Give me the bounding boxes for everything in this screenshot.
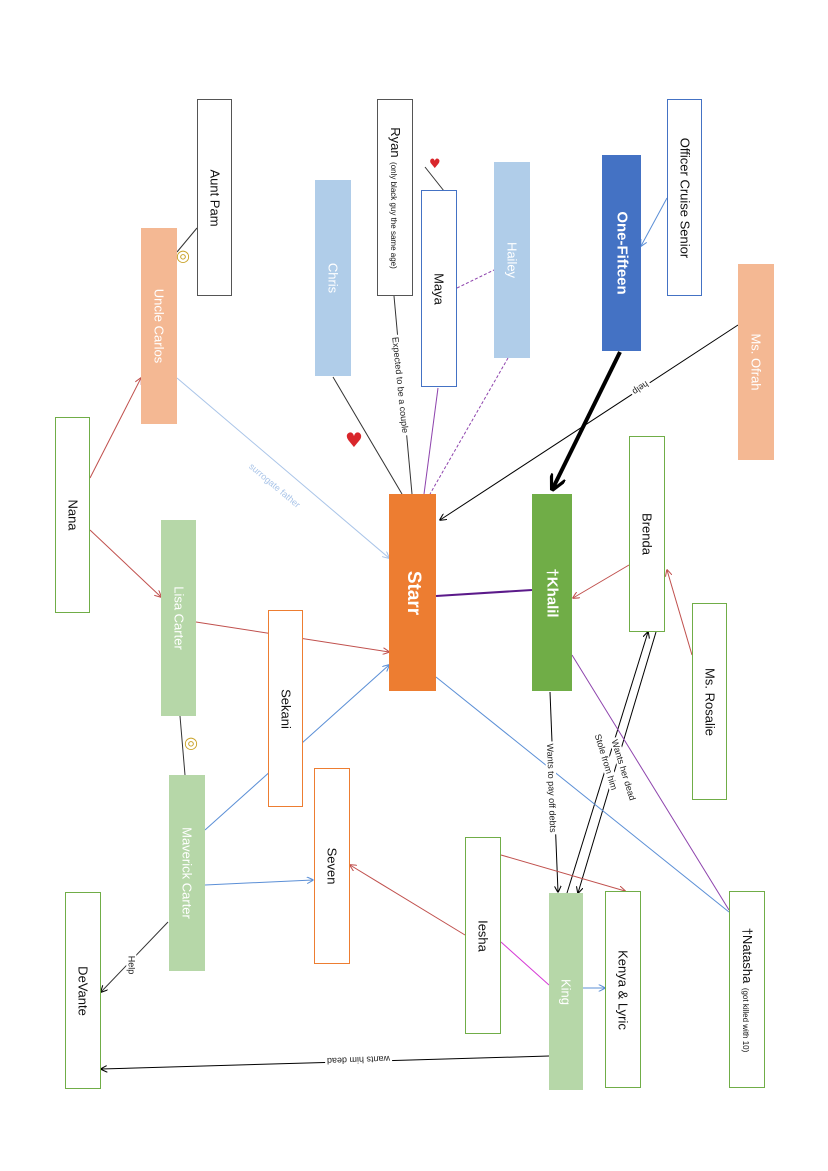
node-one-fifteen-label: One-Fifteen <box>613 211 630 295</box>
node-natasha-label: †Natasha (got killed with 10) <box>738 927 756 1052</box>
node-brenda-label: Brenda <box>639 513 655 555</box>
node-hailey: Hailey <box>494 162 530 358</box>
node-aunt-pam-label: Aunt Pam <box>207 168 222 227</box>
edge-cruise-onefifteen <box>641 197 668 246</box>
edge-ofrah-starr <box>440 324 739 520</box>
node-one-fifteen: One-Fifteen <box>602 155 641 351</box>
node-seven-label: Seven <box>324 847 340 885</box>
node-brenda: Brenda <box>629 436 665 632</box>
node-officer-cruise: Officer Cruise Senior <box>667 99 702 296</box>
wedding-rings-icon: ◎ <box>176 246 190 265</box>
edge-iesha-kenya <box>500 854 625 891</box>
node-king-label: King <box>558 978 574 1005</box>
node-kenya-lyric-label: Kenya & Lyric <box>615 949 631 1030</box>
node-lisa-carter-label: Lisa Carter <box>171 586 186 650</box>
node-natasha: †Natasha (got killed with 10) <box>729 891 765 1088</box>
edge-carlos-starr <box>176 377 389 558</box>
node-starr-label: Starr <box>402 570 424 615</box>
node-iesha: Iesha <box>465 837 501 1034</box>
edge-khalil-natasha <box>571 654 730 911</box>
edge-chris-starr <box>332 376 403 495</box>
edge-pam-carlos <box>176 227 198 253</box>
edge-lisa-maverick <box>179 715 186 776</box>
node-natasha-note: (got killed with 10) <box>741 987 750 1052</box>
edge-maya-starr <box>423 387 439 495</box>
node-khalil-label: †Khalil <box>543 567 561 618</box>
node-chris-label: Chris <box>325 262 341 294</box>
edge-maverick-seven <box>204 880 313 886</box>
node-seven: Seven <box>314 768 350 964</box>
edge-nana-lisa <box>89 529 161 597</box>
node-ryan-note: (only black guy the same age) <box>389 161 398 269</box>
node-king: King <box>549 893 583 1090</box>
edge-hailey-starr <box>429 357 509 495</box>
node-starr: Starr <box>389 494 436 691</box>
node-iesha-label: Iesha <box>475 919 491 952</box>
heart-icon: ♥ <box>345 428 363 452</box>
node-aunt-pam: Aunt Pam <box>197 99 232 296</box>
edge-brenda-khalil <box>573 564 630 598</box>
node-lisa-carter: Lisa Carter <box>161 520 196 716</box>
node-ryan-label: Ryan (only black guy the same age) <box>386 127 404 269</box>
wedding-rings-icon: ◎ <box>184 733 198 752</box>
node-chris: Chris <box>315 180 351 376</box>
node-uncle-carlos: Uncle Carlos <box>141 228 177 424</box>
node-ms-rosalie-label: Ms. Rosalie <box>702 667 717 736</box>
node-sekani-label: Sekani <box>278 688 293 729</box>
edge-iesha-seven <box>350 865 466 936</box>
edge-rosalie-brenda <box>667 570 693 656</box>
node-devante-label: DeVante <box>75 965 91 1016</box>
edge-nana-carlos <box>89 378 141 479</box>
heart-icon: ♥ <box>429 157 441 172</box>
edge-label-help-devante: Help <box>126 953 137 977</box>
edge-iesha-king <box>500 941 550 986</box>
node-natasha-name: †Natasha <box>740 927 755 983</box>
edge-starr-natasha <box>435 676 730 913</box>
node-khalil: †Khalil <box>532 494 572 691</box>
node-sekani: Sekani <box>268 610 303 807</box>
node-nana: Nana <box>55 417 90 613</box>
node-ryan: Ryan (only black guy the same age) <box>377 99 413 296</box>
node-maya: Maya <box>421 190 457 387</box>
edge-starr-khalil <box>435 589 533 597</box>
node-devante: DeVante <box>65 892 101 1089</box>
node-kenya-lyric: Kenya & Lyric <box>605 891 641 1088</box>
node-maverick-carter-label: Maverick Carter <box>179 827 195 919</box>
node-ms-rosalie: Ms. Rosalie <box>692 603 727 800</box>
node-ryan-name: Ryan <box>388 126 403 158</box>
node-officer-cruise-label: Officer Cruise Senior <box>677 137 692 258</box>
edge-maya-hailey <box>456 269 495 289</box>
node-uncle-carlos-label: Uncle Carlos <box>151 288 167 364</box>
node-maverick-carter: Maverick Carter <box>169 775 205 971</box>
edge-ryan-maya <box>424 166 445 192</box>
node-maya-label: Maya <box>431 272 447 305</box>
edge-onefifteen-khalil <box>553 351 622 488</box>
node-ms-ofrah: Ms. Ofrah <box>738 264 774 460</box>
node-ms-ofrah-label: Ms. Ofrah <box>748 333 764 391</box>
node-hailey-label: Hailey <box>504 241 520 279</box>
node-nana-label: Nana <box>65 499 80 531</box>
